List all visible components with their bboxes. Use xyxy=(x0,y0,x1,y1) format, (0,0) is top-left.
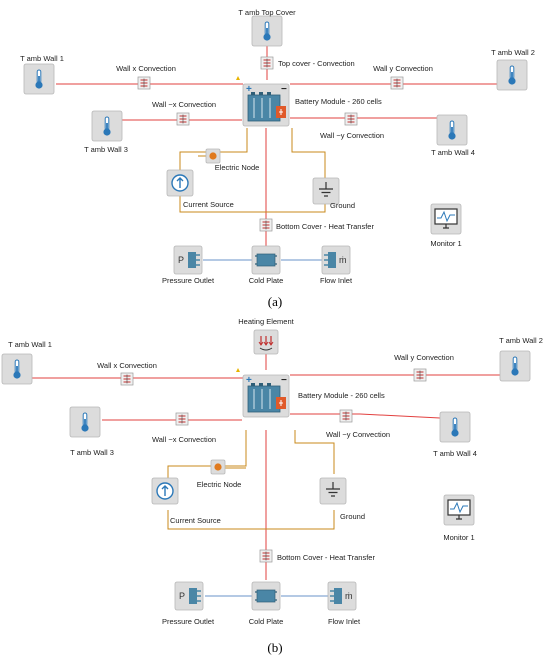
electric-node-label: Electric Node xyxy=(197,480,242,489)
bottom-cover-heat-transfer[interactable] xyxy=(259,218,273,232)
cold-plate-label: Cold Plate xyxy=(249,617,284,626)
electric-connections xyxy=(167,430,335,530)
wall-x-convection-label: Wall x Convection xyxy=(116,64,176,73)
tamb-wall1-label: T amb Wall 1 xyxy=(20,54,64,63)
wall-x-convection[interactable] xyxy=(120,372,134,386)
warning-icon xyxy=(236,368,240,372)
current-source-block[interactable] xyxy=(151,477,179,505)
flow-inlet-block[interactable] xyxy=(321,245,351,275)
tamb-wall1-label: T amb Wall 1 xyxy=(8,340,52,349)
tamb-wall4-label: T amb Wall 4 xyxy=(431,148,475,157)
wall-y-convection-label: Wall y Convection xyxy=(373,64,433,73)
tamb-wall4-block[interactable] xyxy=(439,411,471,443)
electric-node[interactable] xyxy=(205,148,221,164)
tamb-wall2-block[interactable] xyxy=(496,59,528,91)
bottom-cover-label: Bottom Cover - Heat Transfer xyxy=(277,553,375,562)
current-source-block[interactable] xyxy=(166,169,194,197)
cold-plate-block[interactable] xyxy=(251,245,281,275)
wall-x-convection[interactable] xyxy=(137,76,151,90)
battery-module-block[interactable] xyxy=(242,83,290,127)
wall-my-convection[interactable] xyxy=(344,112,358,126)
panel-caption-a: (a) xyxy=(268,294,282,309)
pressure-outlet-label: Pressure Outlet xyxy=(162,276,215,285)
cold-plate-block[interactable] xyxy=(251,581,281,611)
panel-a: T amb Top Cover Top cover - Convection T… xyxy=(20,8,535,309)
monitor-label: Monitor 1 xyxy=(430,239,461,248)
tamb-wall3-block[interactable] xyxy=(91,110,123,142)
flow-inlet-label: Flow Inlet xyxy=(320,276,353,285)
panel-caption-b: (b) xyxy=(267,640,282,655)
wall-my-convection-label: Wall −y Convection xyxy=(326,430,390,439)
electric-node-label: Electric Node xyxy=(215,163,260,172)
bottom-cover-heat-transfer[interactable] xyxy=(259,549,273,563)
monitor-block[interactable] xyxy=(443,494,475,526)
monitor-block[interactable] xyxy=(430,203,462,235)
wall-y-convection[interactable] xyxy=(390,76,404,90)
tamb-top-cover-block[interactable] xyxy=(251,15,283,47)
tamb-wall1-block[interactable] xyxy=(1,353,33,385)
current-source-label: Current Source xyxy=(170,516,221,525)
tamb-wall3-block[interactable] xyxy=(69,406,101,438)
wall-mx-convection[interactable] xyxy=(175,412,189,426)
bottom-cover-label: Bottom Cover - Heat Transfer xyxy=(276,222,374,231)
battery-module-label: Battery Module - 260 cells xyxy=(295,97,382,106)
pressure-outlet-block[interactable] xyxy=(174,581,204,611)
battery-module-block[interactable] xyxy=(242,374,290,418)
warning-icon xyxy=(236,76,240,80)
ground-label: Ground xyxy=(330,201,355,210)
tamb-wall3-label: T amb Wall 3 xyxy=(84,145,128,154)
wall-y-convection[interactable] xyxy=(413,368,427,382)
wall-x-convection-label: Wall x Convection xyxy=(97,361,157,370)
tamb-wall4-block[interactable] xyxy=(436,114,468,146)
top-cover-convection-label: Top cover - Convection xyxy=(278,59,355,68)
tamb-wall4-label: T amb Wall 4 xyxy=(433,449,477,458)
pressure-outlet-block[interactable] xyxy=(173,245,203,275)
heating-element-label: Heating Element xyxy=(238,317,294,326)
flow-inlet-block[interactable] xyxy=(327,581,357,611)
flow-inlet-label: Flow Inlet xyxy=(328,617,361,626)
wall-my-convection-label: Wall −y Convection xyxy=(320,131,384,140)
tamb-wall2-label: T amb Wall 2 xyxy=(491,48,535,57)
tamb-wall3-label: T amb Wall 3 xyxy=(70,448,114,457)
tamb-wall1-block[interactable] xyxy=(23,63,55,95)
wall-mx-convection[interactable] xyxy=(176,112,190,126)
top-cover-convection[interactable] xyxy=(260,56,274,70)
electric-node[interactable] xyxy=(210,459,226,475)
tamb-wall2-label: T amb Wall 2 xyxy=(499,336,543,345)
tamb-wall2-block[interactable] xyxy=(499,350,531,382)
wall-y-convection-label: Wall y Convection xyxy=(394,353,454,362)
monitor-label: Monitor 1 xyxy=(443,533,474,542)
panel-b: Heating Element T amb Wall 1 Wall x Conv… xyxy=(1,317,543,655)
ground-label: Ground xyxy=(340,512,365,521)
current-source-label: Current Source xyxy=(183,200,234,209)
tamb-top-cover-label: T amb Top Cover xyxy=(238,8,296,17)
wall-my-convection[interactable] xyxy=(339,409,353,423)
cold-plate-label: Cold Plate xyxy=(249,276,284,285)
ground-block[interactable] xyxy=(319,477,347,505)
wall-mx-convection-label: Wall −x Convection xyxy=(152,435,216,444)
wall-mx-convection-label: Wall −x Convection xyxy=(152,100,216,109)
battery-module-label: Battery Module - 260 cells xyxy=(298,391,385,400)
pressure-outlet-label: Pressure Outlet xyxy=(162,617,215,626)
heating-element-block[interactable] xyxy=(253,329,279,355)
